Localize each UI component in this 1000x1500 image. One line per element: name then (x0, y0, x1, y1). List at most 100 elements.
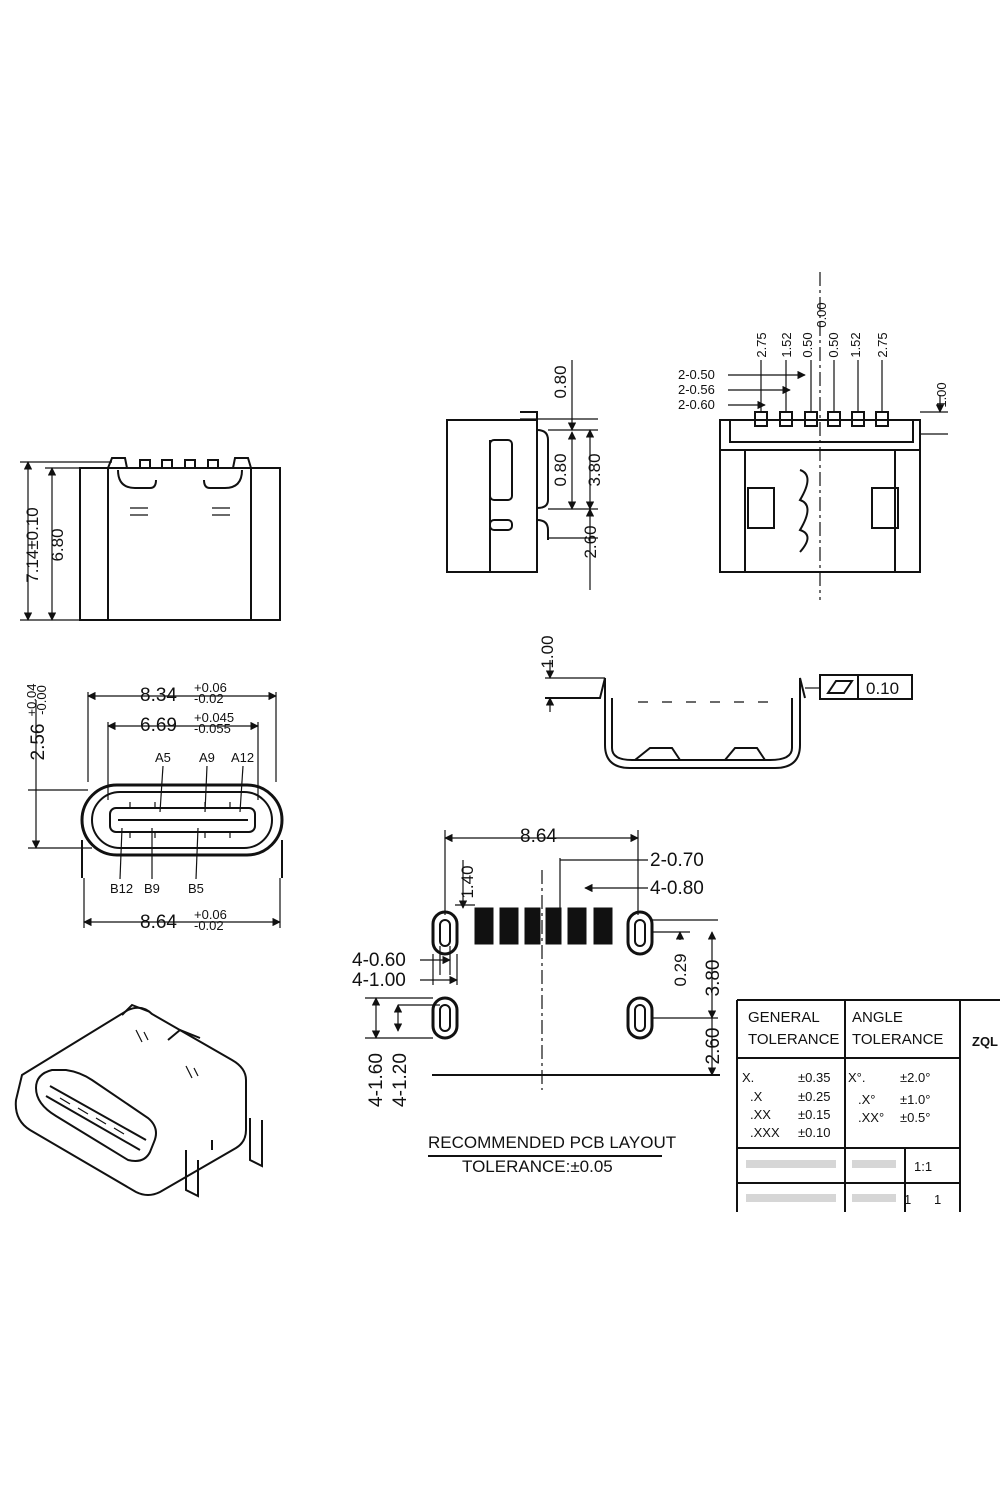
front-view: 7.14±0.10 6.80 (20, 457, 281, 621)
pcb-dim-pad-quad: 4-0.80 (650, 878, 704, 899)
table-angle-value-2: ±1.0° (900, 1092, 930, 1107)
table-scale-2: 1 (904, 1192, 911, 1207)
end-height-tol-plus: +0.04 (24, 684, 39, 717)
end-pin-b5-leader (195, 827, 199, 880)
table-angle-header-2: TOLERANCE (852, 1031, 943, 1048)
end-pin-b9: B9 (144, 881, 160, 896)
tolerance-table: GENERAL TOLERANCE ANGLE TOLERANCE X. ±0.… (736, 999, 1000, 1212)
side-bottom-lead (536, 519, 549, 540)
pcb-tolerance: TOLERANCE:±0.05 (462, 1157, 613, 1176)
iso-tongue (45, 1085, 147, 1151)
top-dim-3: 0.50 (800, 332, 815, 357)
table-general-header-1: GENERAL (748, 1009, 820, 1026)
pcb-dim-hole-outer: 4-1.00 (352, 970, 406, 991)
end-width-inner-tol-plus: +0.045 (194, 710, 234, 725)
end-view: 8.34 +0.06 -0.02 6.69 +0.045 -0.055 A5 A… (24, 680, 284, 933)
front-height-body-label: 6.80 (48, 528, 67, 561)
end-width-inner-tol-minus: -0.055 (194, 721, 231, 736)
side-body-outline (446, 419, 538, 573)
front-pin-1 (139, 459, 151, 469)
top-dim-7: 2.75 (875, 332, 890, 357)
table-general-key-4: .XXX (750, 1125, 780, 1140)
top-dim-4: 0.00 (814, 302, 829, 327)
front-body-outline (79, 467, 281, 621)
end-pin-b12-leader (119, 827, 123, 880)
pcb-pad-5 (567, 907, 587, 945)
profile-dim-label: 1.00 (538, 635, 557, 668)
table-general-key-1: X. (742, 1070, 754, 1085)
flatness-icon (826, 680, 854, 694)
end-tongue (109, 807, 256, 833)
pcb-pad-1 (474, 907, 494, 945)
pcb-title: RECOMMENDED PCB LAYOUT (428, 1133, 676, 1152)
top-left-label-2: 2-0.56 (678, 382, 715, 397)
top-left-clip (747, 487, 775, 529)
end-inner-shell (91, 791, 273, 849)
side-top-pin (489, 439, 513, 501)
pcb-dim-span: 3.80 (703, 960, 724, 997)
table-general-key-3: .XX (750, 1107, 771, 1122)
side-dim-bottom-label: 2.60 (581, 525, 600, 558)
front-pin-3 (184, 459, 196, 469)
table-faded-cell-2 (852, 1160, 896, 1168)
pcb-dim-pad-height: 1.40 (458, 865, 477, 898)
table-angle-key-3: .XX° (858, 1110, 884, 1125)
profile-latches (634, 747, 766, 761)
table-general-value-1: ±0.35 (798, 1070, 830, 1085)
table-scale-3: 1 (934, 1192, 941, 1207)
front-pin-2 (161, 459, 173, 469)
end-height-label: 2.56 (28, 724, 49, 761)
table-scale-1: 1:1 (914, 1159, 932, 1174)
table-general-value-2: ±0.25 (798, 1089, 830, 1104)
end-height-tol-minus: -0.00 (34, 685, 49, 715)
front-right-latch (203, 469, 243, 489)
pcb-dim-slot-inner: 4-1.20 (390, 1053, 411, 1107)
top-pin-bar (729, 419, 914, 443)
table-faded-cell-4 (852, 1194, 896, 1202)
iso-shell (14, 1006, 247, 1196)
table-brand: ZQL (972, 1034, 998, 1049)
side-dim-mid-label: 0.80 (551, 453, 570, 486)
side-dim-span-label: 3.80 (585, 453, 604, 486)
end-width-outer-tol-plus: +0.06 (194, 680, 227, 695)
pcb-pad-2 (499, 907, 519, 945)
table-angle-header-1: ANGLE (852, 1009, 903, 1026)
end-pin-b5: B5 (188, 881, 204, 896)
side-top-lead (520, 411, 549, 509)
top-dim-2: 1.52 (779, 332, 794, 357)
top-left-label-3: 2-0.60 (678, 397, 715, 412)
table-angle-value-3: ±0.5° (900, 1110, 930, 1125)
end-width-outer-tol-minus: -0.02 (194, 691, 224, 706)
top-dim-1: 2.75 (754, 332, 769, 357)
flatness-value: 0.10 (866, 679, 899, 698)
profile-inner (611, 698, 793, 761)
table-angle-value-1: ±2.0° (900, 1070, 930, 1085)
top-dim-5: 0.50 (826, 332, 841, 357)
top-dim-6: 1.52 (848, 332, 863, 357)
end-pin-a5: A5 (155, 750, 171, 765)
pcb-dim-hole-w: 4-0.60 (352, 950, 406, 971)
pcb-hole-tl-inner (439, 919, 451, 947)
top-view: 2.75 1.52 0.50 0.00 0.50 1.52 2.75 2-0.5… (678, 272, 949, 600)
front-marks (130, 507, 230, 516)
end-width-bottom-tol-plus: +0.06 (194, 907, 227, 922)
front-top-tabs (107, 457, 252, 469)
end-pin-b12: B12 (110, 881, 133, 896)
top-center-notch (798, 469, 809, 553)
pcb-dim-slot-outer: 4-1.60 (366, 1053, 387, 1107)
iso-opening (34, 1069, 157, 1162)
end-leads (81, 840, 283, 878)
end-pin-a9-leader (204, 765, 208, 813)
end-pin-a12-leader (239, 765, 244, 813)
end-outer-shell (80, 783, 284, 857)
flatness-frame (819, 674, 913, 700)
side-dim-top-label: 0.80 (551, 365, 570, 398)
front-left-latch (117, 469, 157, 489)
pcb-hole-bl (431, 996, 459, 1040)
side-view: 0.80 0.80 3.80 2.60 (446, 360, 604, 590)
end-pin-a9: A9 (199, 750, 215, 765)
profile-view: 1.00 0.10 (538, 635, 913, 769)
end-pin-a12: A12 (231, 750, 254, 765)
end-width-bottom: 8.64 (140, 912, 177, 933)
